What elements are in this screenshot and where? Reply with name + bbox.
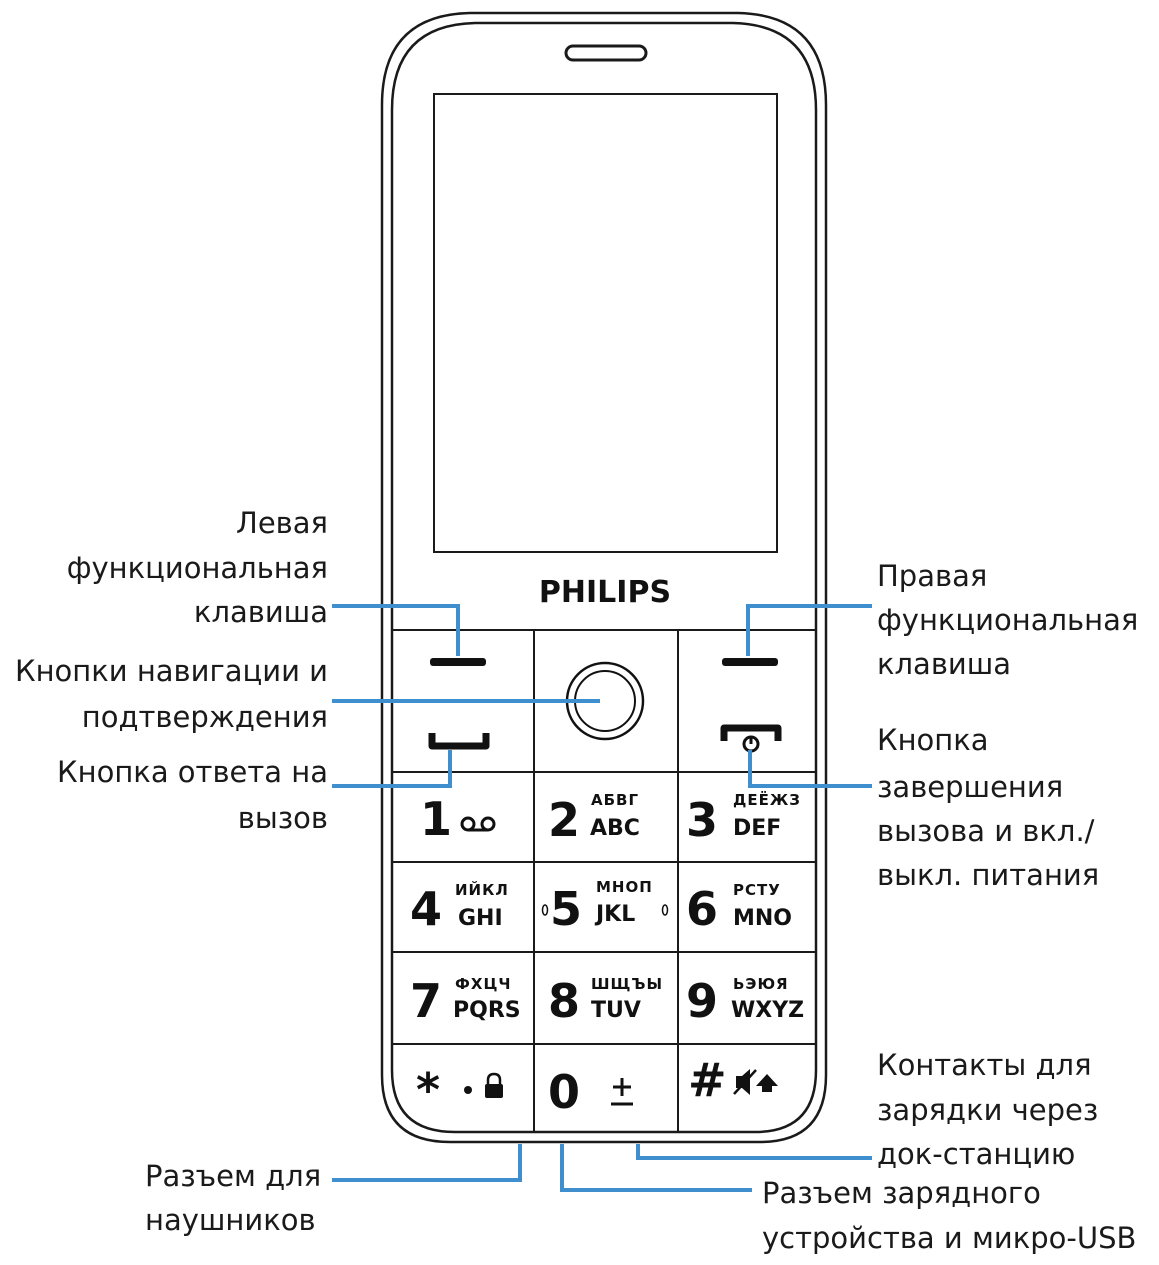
callout-end-call-power: Кнопка завершения вызова и вкл./ выкл. п… [877, 723, 1099, 892]
mute-icon [733, 1069, 757, 1095]
key-star[interactable]: * [416, 1063, 503, 1117]
key-8-digit: 8 [548, 974, 580, 1028]
callout-line: завершения [877, 770, 1063, 804]
leader-headphone [332, 1144, 522, 1182]
key-hash-digit: # [688, 1053, 727, 1107]
key-8-latin: TUV [591, 998, 641, 1023]
callout-line: наушников [145, 1203, 316, 1237]
key-6-cyrillic: РСТУ [733, 881, 781, 899]
phone-body [380, 11, 828, 1144]
right-soft-key[interactable] [722, 658, 778, 666]
callout-line: функциональная [67, 551, 328, 585]
key-8-cyrillic: ШЩЪЫ [591, 975, 663, 993]
key-6[interactable]: 6 РСТУ MNO [686, 881, 792, 936]
key-3[interactable]: 3 ДЕЁЖЗ DEF [686, 790, 801, 847]
key-7[interactable]: 7 ФХЦЧ PQRS [410, 974, 521, 1028]
key-9[interactable]: 9 ЬЭЮЯ WXYZ [686, 974, 804, 1028]
callout-line: Разъем зарядного [762, 1176, 1041, 1210]
plus-minus-icon [611, 1078, 633, 1106]
key-4[interactable]: 4 ИЙКЛ GHI [410, 880, 509, 936]
callout-line: док-станцию [877, 1137, 1075, 1171]
callout-nav-confirm: Кнопки навигации и подтверждения [15, 654, 328, 734]
callout-headphone-jack: Разъем для наушников [145, 1159, 321, 1237]
callout-left-soft-key: Левая функциональная клавиша [67, 506, 328, 629]
left-soft-key[interactable] [430, 658, 486, 666]
key-1-digit: 1 [420, 792, 452, 846]
lock-icon [485, 1072, 503, 1098]
callout-dock-contacts: Контакты для зарядки через док-станцию [877, 1048, 1098, 1171]
key-7-latin: PQRS [453, 998, 521, 1023]
callout-line: Контакты для [877, 1048, 1092, 1082]
callout-line: клавиша [194, 595, 328, 629]
callout-charger-usb: Разъем зарядного устройства и микро-USB [762, 1176, 1136, 1255]
key-star-digit: * [416, 1063, 440, 1117]
key-2-latin: ABC [590, 816, 640, 841]
callout-line: устройства и микро-USB [762, 1221, 1136, 1255]
key-hash[interactable]: # [688, 1053, 778, 1107]
key-3-latin: DEF [733, 816, 781, 841]
end-call-icon [720, 724, 782, 753]
voicemail-icon [460, 816, 496, 832]
key-7-digit: 7 [410, 974, 442, 1028]
callout-line: Правая [877, 559, 987, 593]
callout-line: вызова и вкл./ [877, 814, 1095, 848]
key-4-digit: 4 [410, 882, 442, 936]
callout-line: клавиша [877, 647, 1011, 681]
leader-end-call [748, 750, 872, 788]
key-3-cyrillic: ДЕЁЖЗ [733, 790, 801, 809]
callout-line: зарядки через [877, 1093, 1098, 1127]
key-8[interactable]: 8 ШЩЪЫ TUV [548, 974, 663, 1028]
key-2-cyrillic: АБВГ [591, 791, 639, 809]
leader-charger [560, 1144, 752, 1192]
end-call-power-key[interactable] [720, 724, 782, 753]
key-7-cyrillic: ФХЦЧ [455, 975, 511, 993]
earpiece-speaker [564, 44, 648, 62]
leader-left-soft-key [332, 604, 460, 656]
callout-line: Левая [236, 506, 328, 540]
key-5-latin: JKL [594, 902, 635, 927]
shift-arrow-icon [756, 1074, 778, 1092]
key-3-digit: 3 [686, 793, 718, 847]
display-screen [433, 93, 778, 553]
key-4-latin: GHI [458, 906, 503, 931]
key-9-latin: WXYZ [731, 998, 804, 1023]
dot-icon [464, 1086, 472, 1094]
keypad-grid [392, 629, 816, 1132]
key-1[interactable]: 1 [420, 792, 496, 846]
callout-right-soft-key: Правая функциональная клавиша [877, 559, 1138, 681]
callout-line: подтверждения [82, 700, 328, 734]
callout-line: функциональная [877, 603, 1138, 637]
answer-call-icon [428, 733, 490, 750]
callout-line: выкл. питания [877, 858, 1099, 892]
key-2[interactable]: 2 АБВГ ABC [548, 791, 640, 847]
leader-right-soft-key [746, 604, 872, 656]
key-0-digit: 0 [548, 1065, 580, 1119]
callout-line: Кнопка ответа на [57, 755, 328, 789]
brand-logo: PHILIPS [539, 575, 671, 610]
callout-line: вызов [238, 801, 328, 835]
callout-line: Кнопка [877, 723, 989, 757]
key-0[interactable]: 0 [548, 1065, 633, 1119]
key-9-cyrillic: ЬЭЮЯ [733, 975, 789, 993]
leader-dock [636, 1144, 872, 1160]
key-5[interactable]: 5 МНОП JKL [541, 878, 669, 936]
key-5-cyrillic: МНОП [596, 878, 653, 896]
key-4-cyrillic: ИЙКЛ [455, 880, 509, 899]
leader-lines [332, 604, 872, 1192]
callout-answer-call: Кнопка ответа на вызов [57, 755, 328, 835]
callout-line: Разъем для [145, 1159, 321, 1193]
key-6-latin: MNO [733, 906, 792, 931]
callout-line: Кнопки навигации и [15, 654, 328, 688]
tactile-dot-icon [541, 904, 669, 916]
key-9-digit: 9 [686, 974, 718, 1028]
key-5-digit: 5 [550, 882, 582, 936]
leader-answer [332, 750, 452, 788]
key-6-digit: 6 [686, 882, 718, 936]
answer-call-key[interactable] [428, 733, 490, 750]
key-2-digit: 2 [548, 793, 580, 847]
